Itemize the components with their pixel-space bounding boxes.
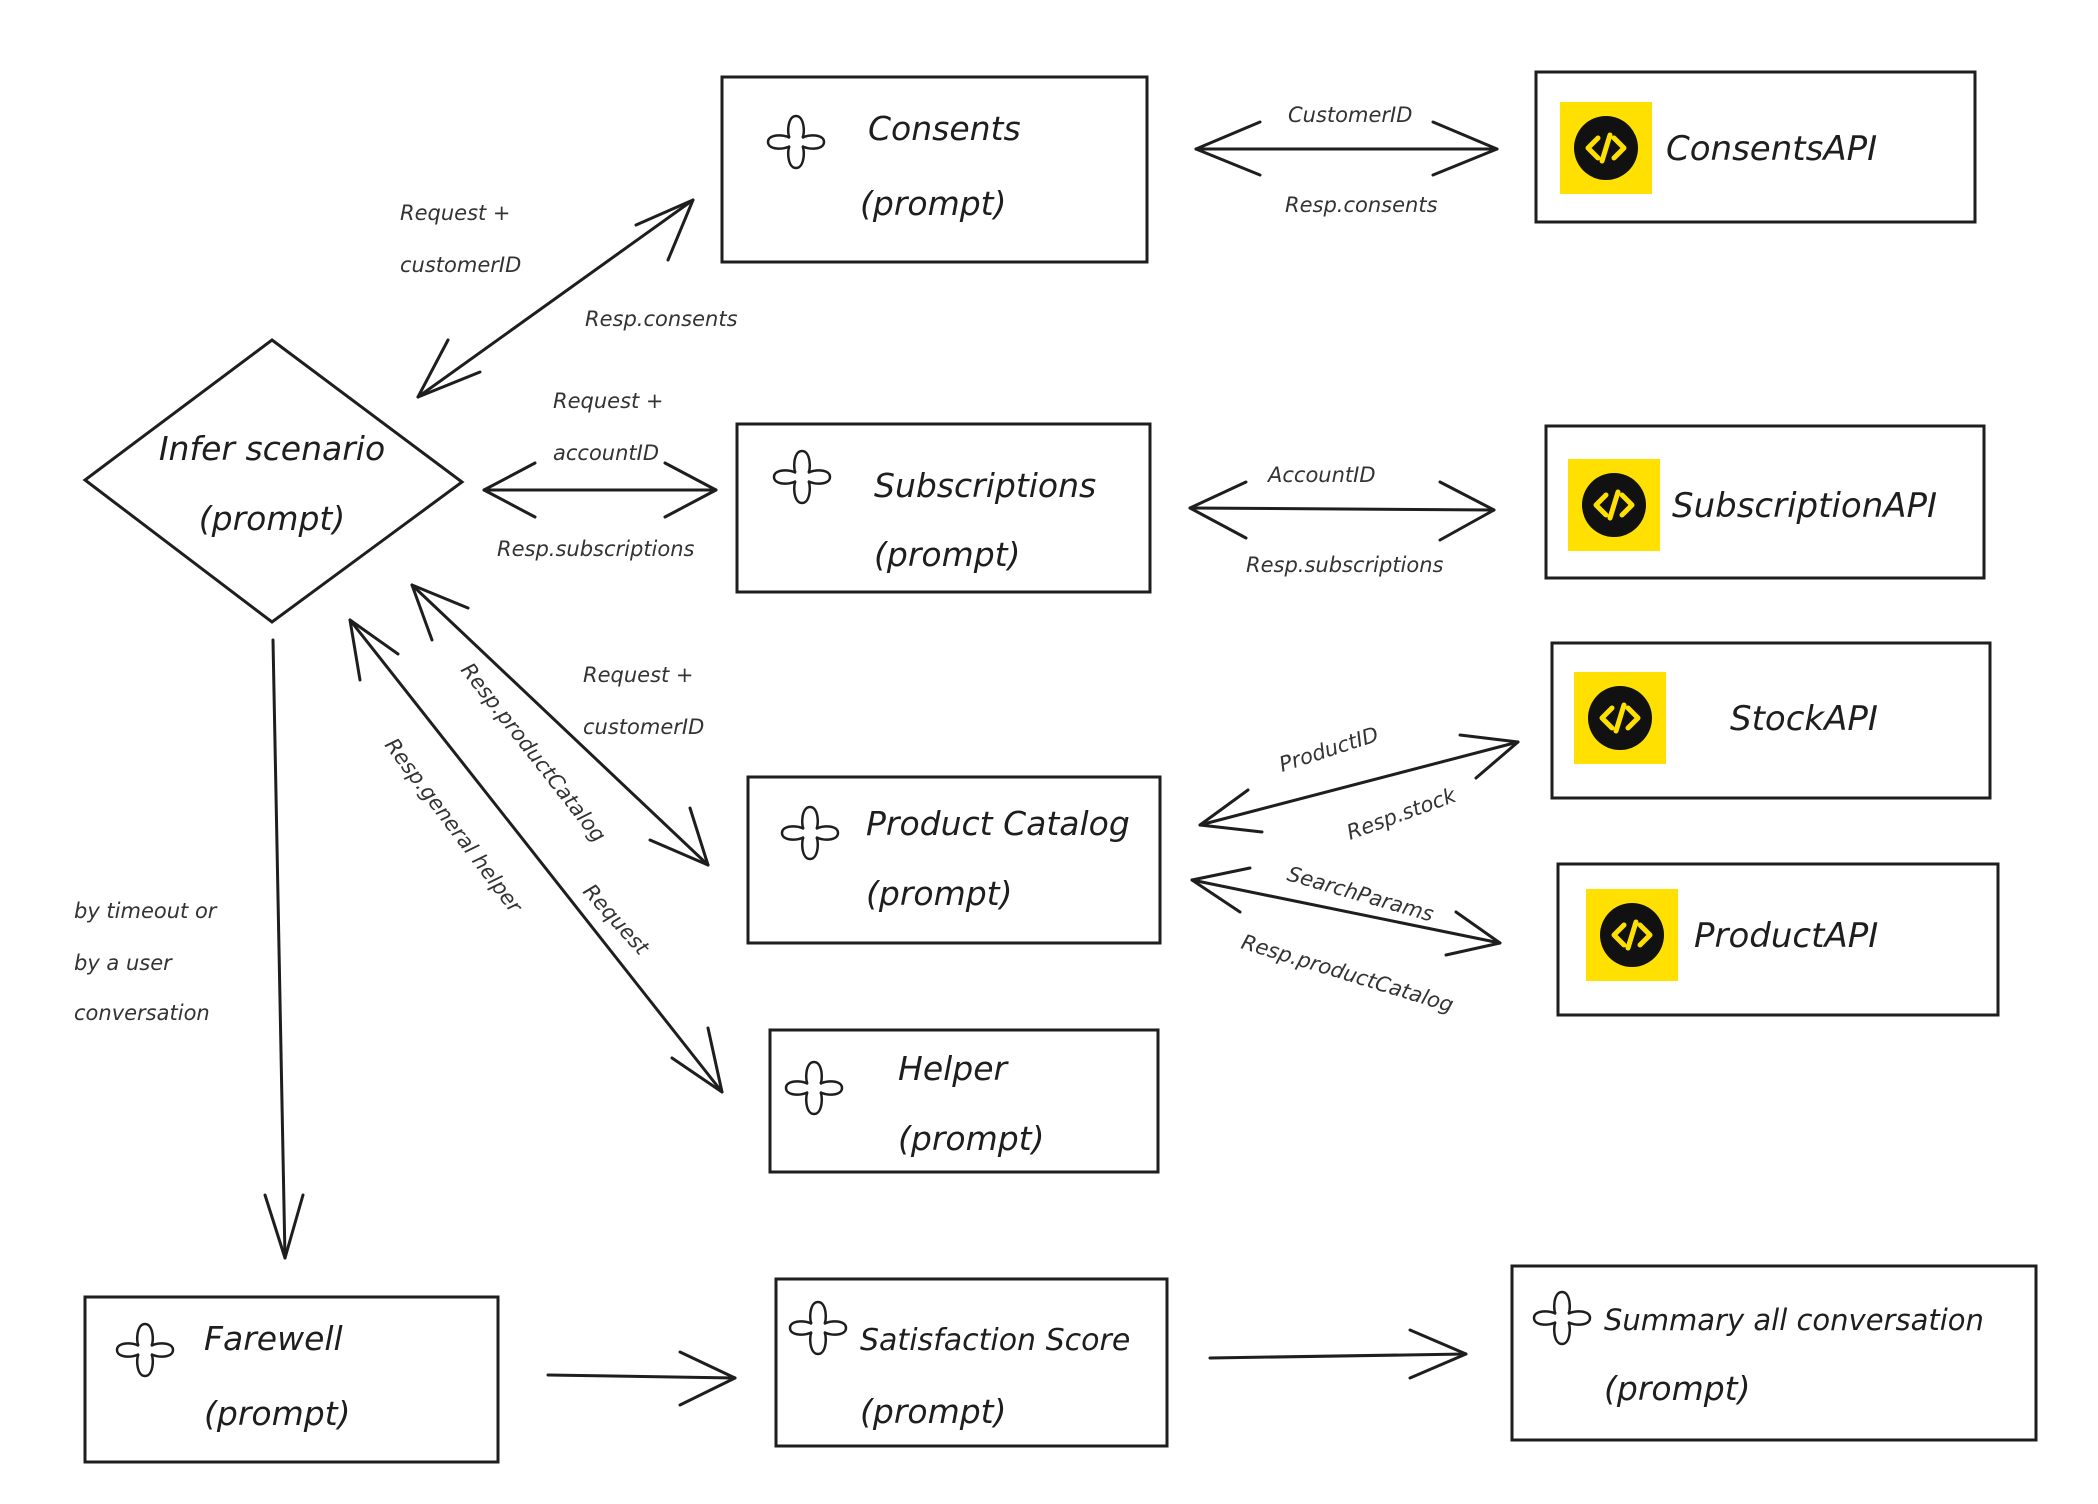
edge-label: Resp.productCatalog bbox=[1239, 930, 1457, 1017]
satisfaction-box bbox=[774, 1277, 1169, 1448]
edge-infer-helper: Resp.general helper Request bbox=[348, 618, 724, 1094]
edge-label: Resp.consents bbox=[1285, 193, 1438, 217]
edge-label: Request + bbox=[400, 201, 511, 225]
helper-sub: (prompt) bbox=[898, 1119, 1045, 1158]
stock-api-label: StockAPI bbox=[1730, 699, 1878, 739]
product-catalog-box bbox=[746, 775, 1162, 945]
farewell-sub: (prompt) bbox=[204, 1394, 351, 1433]
edge-label: SearchParams bbox=[1285, 862, 1437, 927]
helper-box bbox=[768, 1028, 1160, 1174]
node-consents-api[interactable]: ConsentsAPI bbox=[1534, 70, 1977, 224]
farewell-box bbox=[83, 1295, 500, 1464]
edge-label: CustomerID bbox=[1288, 103, 1412, 127]
subscriptions-sub: (prompt) bbox=[874, 535, 1021, 574]
edge-subscriptions-api: AccountID Resp.subscriptions bbox=[1188, 463, 1496, 577]
product-catalog-label: Product Catalog bbox=[866, 804, 1130, 843]
node-product-catalog[interactable]: Product Catalog (prompt) bbox=[746, 775, 1162, 945]
node-infer-scenario[interactable]: Infer scenario (prompt) bbox=[82, 338, 465, 624]
code-icon bbox=[1568, 459, 1660, 551]
satisfaction-label: Satisfaction Score bbox=[860, 1323, 1130, 1358]
summary-box bbox=[1510, 1264, 2038, 1442]
subscriptions-label: Subscriptions bbox=[874, 466, 1096, 505]
helper-label: Helper bbox=[898, 1049, 1010, 1088]
code-icon bbox=[1574, 672, 1666, 764]
summary-label: Summary all conversation bbox=[1604, 1303, 1984, 1337]
edge-infer-subscriptions: Request + accountID Resp.subscriptions bbox=[482, 389, 718, 561]
node-helper[interactable]: Helper (prompt) bbox=[768, 1028, 1160, 1174]
infer-diamond bbox=[82, 338, 465, 624]
edge-label: Request + bbox=[583, 663, 694, 687]
edge-label: Request + bbox=[553, 389, 664, 413]
node-stock-api[interactable]: StockAPI bbox=[1550, 641, 1992, 800]
node-farewell[interactable]: Farewell (prompt) bbox=[83, 1295, 500, 1464]
edge-label: Resp.subscriptions bbox=[1246, 553, 1444, 577]
product-api-label: ProductAPI bbox=[1694, 916, 1878, 956]
edge-label: by timeout or bbox=[74, 899, 218, 923]
edge-label: customerID bbox=[400, 253, 521, 277]
edge-consents-api: CustomerID Resp.consents bbox=[1194, 103, 1499, 217]
edge-infer-farewell: by timeout or by a user conversation bbox=[74, 638, 305, 1260]
infer-sub: (prompt) bbox=[199, 499, 346, 538]
edge-label: Request bbox=[578, 879, 654, 960]
edge-label: Resp.stock bbox=[1344, 783, 1460, 845]
edge-satisfaction-summary bbox=[1208, 1328, 1468, 1380]
infer-label: Infer scenario bbox=[159, 429, 385, 468]
edge-label: ProductID bbox=[1276, 722, 1381, 777]
consents-label: Consents bbox=[868, 109, 1021, 148]
node-satisfaction-score[interactable]: Satisfaction Score (prompt) bbox=[774, 1277, 1169, 1448]
product-catalog-sub: (prompt) bbox=[866, 874, 1013, 913]
edge-catalog-product: SearchParams Resp.productCatalog bbox=[1190, 862, 1502, 1017]
edge-label: AccountID bbox=[1266, 463, 1376, 487]
consents-box bbox=[720, 75, 1149, 264]
edge-label: accountID bbox=[553, 441, 659, 465]
node-subscription-api[interactable]: SubscriptionAPI bbox=[1544, 424, 1986, 580]
summary-sub: (prompt) bbox=[1604, 1369, 1751, 1408]
node-product-api[interactable]: ProductAPI bbox=[1556, 862, 2000, 1017]
edge-label: Resp.general helper bbox=[380, 734, 528, 919]
edge-catalog-stock: ProductID Resp.stock bbox=[1198, 722, 1520, 845]
subscription-api-label: SubscriptionAPI bbox=[1672, 486, 1937, 526]
satisfaction-sub: (prompt) bbox=[860, 1392, 1007, 1431]
node-subscriptions[interactable]: Subscriptions (prompt) bbox=[735, 422, 1152, 594]
node-summary[interactable]: Summary all conversation (prompt) bbox=[1510, 1264, 2038, 1442]
consents-api-label: ConsentsAPI bbox=[1666, 129, 1877, 169]
edge-label: customerID bbox=[583, 715, 704, 739]
code-icon bbox=[1560, 102, 1652, 194]
consents-sub: (prompt) bbox=[860, 184, 1007, 223]
code-icon bbox=[1586, 889, 1678, 981]
edge-label: Resp.consents bbox=[585, 307, 738, 331]
edge-label: conversation bbox=[74, 1001, 210, 1025]
farewell-label: Farewell bbox=[204, 1319, 343, 1358]
node-consents[interactable]: Consents (prompt) bbox=[720, 75, 1149, 264]
edge-farewell-satisfaction bbox=[546, 1350, 737, 1407]
edge-label: Resp.subscriptions bbox=[497, 537, 695, 561]
edge-infer-consents: Request + customerID Resp.consents bbox=[400, 198, 738, 399]
edge-label: by a user bbox=[74, 951, 173, 975]
